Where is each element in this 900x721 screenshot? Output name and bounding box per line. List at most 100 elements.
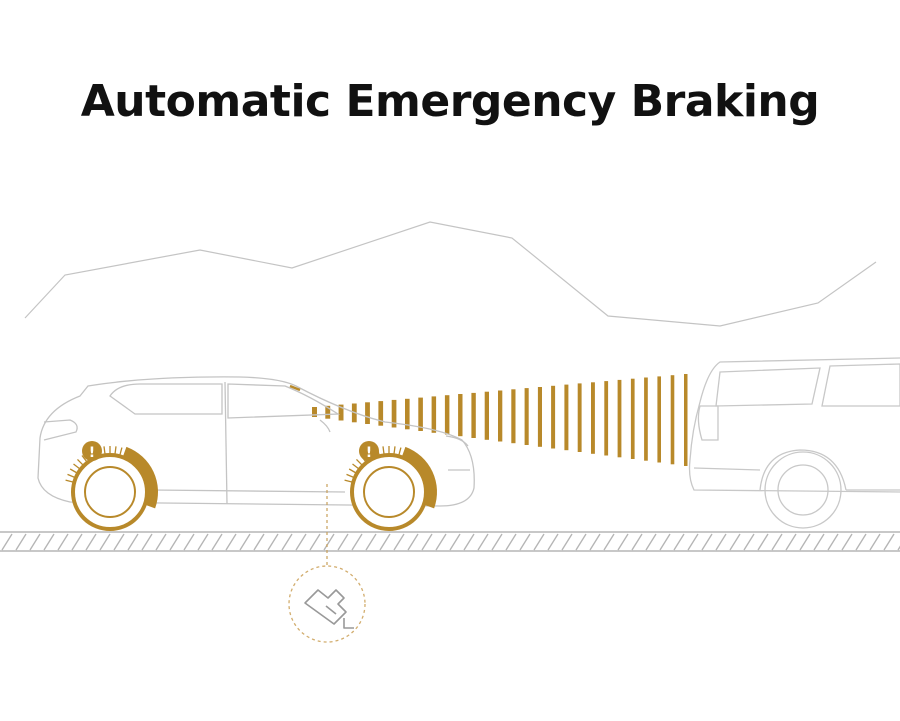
warning-badge-rear: ! — [82, 441, 102, 461]
hatch-mark — [365, 533, 377, 551]
rear-wheel-braking — [65, 446, 158, 531]
hatch-mark — [477, 533, 489, 551]
hatch-mark — [183, 533, 195, 551]
radar-beam-dash — [630, 378, 635, 459]
hatch-mark — [309, 533, 321, 551]
hatch-mark — [771, 533, 783, 551]
hatch-mark — [449, 533, 461, 551]
hatch-mark — [463, 533, 475, 551]
hatch-mark — [603, 533, 615, 551]
hatch-mark — [785, 533, 797, 551]
radar-beam-dash — [524, 388, 529, 445]
road-ground — [0, 531, 900, 552]
radar-beam-dash — [458, 394, 463, 437]
radar-beam-dash — [338, 404, 344, 421]
radar-beam-dash — [670, 375, 675, 465]
hatch-mark — [813, 533, 825, 551]
hatch-mark — [85, 533, 97, 551]
hatch-mark — [337, 533, 349, 551]
radar-beam-dash — [405, 398, 410, 430]
hatch-mark — [743, 533, 755, 551]
hatch-mark — [295, 533, 307, 551]
hatch-mark — [1, 533, 13, 551]
hatch-mark — [715, 533, 727, 551]
radar-beam-dash — [431, 396, 437, 433]
hatch-mark — [267, 533, 279, 551]
radar-beam-dash — [657, 376, 661, 463]
hatch-mark — [687, 533, 699, 551]
hatch-mark — [141, 533, 153, 551]
hatch-mark — [869, 533, 881, 551]
hatch-mark — [99, 533, 111, 551]
hatch-mark — [407, 533, 419, 551]
hatch-mark — [519, 533, 531, 551]
rim — [363, 466, 415, 518]
rim — [84, 466, 136, 518]
hatch-mark — [505, 533, 517, 551]
hatch-mark — [323, 533, 335, 551]
radar-beam-dash — [484, 391, 489, 440]
hatch-mark — [883, 533, 895, 551]
hatch-mark — [575, 533, 587, 551]
hatch-mark — [281, 533, 293, 551]
main-suv — [37, 376, 475, 507]
hatch-mark — [113, 533, 125, 551]
hatch-mark — [729, 533, 741, 551]
radar-beam-dash — [684, 374, 688, 466]
hatch-mark — [617, 533, 629, 551]
hatch-mark — [379, 533, 391, 551]
radar-beam-dash — [391, 399, 397, 428]
hatch-mark — [225, 533, 237, 551]
radar-beam-dash — [577, 383, 582, 452]
hatch-mark — [757, 533, 769, 551]
diagram-title: Automatic Emergency Braking — [80, 76, 820, 127]
hatch-mark — [841, 533, 853, 551]
radar-beam-dash — [591, 382, 595, 454]
mountain-outline — [24, 221, 877, 327]
radar-beam-dash — [564, 384, 569, 451]
hatch-mark — [421, 533, 433, 551]
warning-icon: ! — [366, 445, 372, 461]
radar-beam-dash — [378, 401, 384, 426]
hatch-mark — [169, 533, 181, 551]
hatch-mark — [15, 533, 27, 551]
braking-arc — [122, 446, 158, 509]
warning-badge-front: ! — [359, 441, 379, 461]
hatch-mark — [701, 533, 713, 551]
hatch-mark — [155, 533, 167, 551]
hatch-mark — [253, 533, 265, 551]
tire — [350, 453, 428, 531]
hatch-mark — [71, 533, 83, 551]
radar-beam-dash — [604, 381, 609, 456]
tire — [71, 453, 149, 531]
braking-arc — [401, 446, 437, 509]
radar-beam-dash — [418, 397, 423, 431]
radar-beam-dash — [365, 402, 370, 424]
radar-beam-dash — [537, 387, 542, 447]
hatch-mark — [43, 533, 55, 551]
radar-beam-dash — [325, 405, 331, 419]
radar-beam-dash — [444, 395, 450, 435]
radar-beams — [312, 374, 688, 466]
hatch-mark — [127, 533, 139, 551]
hatch-mark — [659, 533, 671, 551]
hatch-mark — [631, 533, 643, 551]
brake-hand-icon — [288, 565, 366, 643]
mirror-sensor — [289, 384, 301, 392]
front-vehicle — [688, 357, 900, 529]
hatch-mark — [57, 533, 69, 551]
hatch-mark — [491, 533, 503, 551]
hatch-mark — [393, 533, 405, 551]
radar-beam-dash — [617, 379, 622, 458]
hatch-mark — [435, 533, 447, 551]
hatch-mark — [673, 533, 685, 551]
radar-beam-dash — [498, 390, 503, 442]
hatch-mark — [547, 533, 559, 551]
radar-beam-dash — [551, 385, 556, 449]
radar-beam-dash — [471, 392, 476, 438]
hatch-mark — [855, 533, 867, 551]
hatch-mark — [351, 533, 363, 551]
radar-beam-dash — [312, 407, 317, 417]
warning-icon: ! — [89, 445, 95, 461]
hatch-mark — [561, 533, 573, 551]
